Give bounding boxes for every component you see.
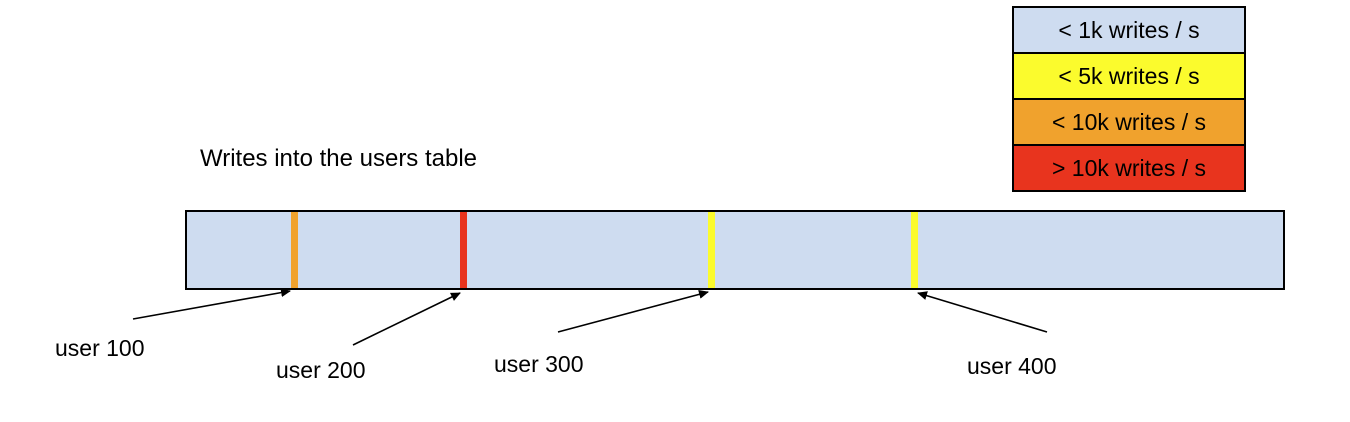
arrow-user-200: [352, 292, 461, 346]
legend-label: < 5k writes / s: [1058, 62, 1200, 89]
write-marker-user-400: [911, 212, 918, 288]
write-marker-user-200: [460, 212, 467, 288]
user-400-label: user 400: [967, 353, 1057, 379]
write-marker-user-100: [291, 212, 298, 288]
legend-item-lt-10k: < 10k writes / s: [1014, 98, 1244, 144]
legend-item-lt-5k: < 5k writes / s: [1014, 52, 1244, 98]
legend-label: < 10k writes / s: [1051, 108, 1207, 135]
diagram-title: Writes into the users table: [200, 145, 478, 172]
legend-label: > 10k writes / s: [1051, 154, 1207, 181]
user-200-label: user 200: [276, 357, 366, 383]
user-300-label: user 300: [494, 351, 584, 377]
arrow-user-100: [132, 288, 291, 320]
legend-item-gt-10k: > 10k writes / s: [1014, 144, 1244, 190]
legend: < 1k writes / s < 5k writes / s < 10k wr…: [1012, 6, 1246, 192]
user-100-label: user 100: [55, 335, 145, 361]
legend-item-lt-1k: < 1k writes / s: [1014, 8, 1244, 52]
legend-label: < 1k writes / s: [1058, 16, 1200, 43]
write-marker-user-300: [708, 212, 715, 288]
arrow-user-400: [917, 291, 1048, 333]
users-table-bar: [185, 210, 1285, 290]
arrow-user-300: [557, 289, 709, 333]
